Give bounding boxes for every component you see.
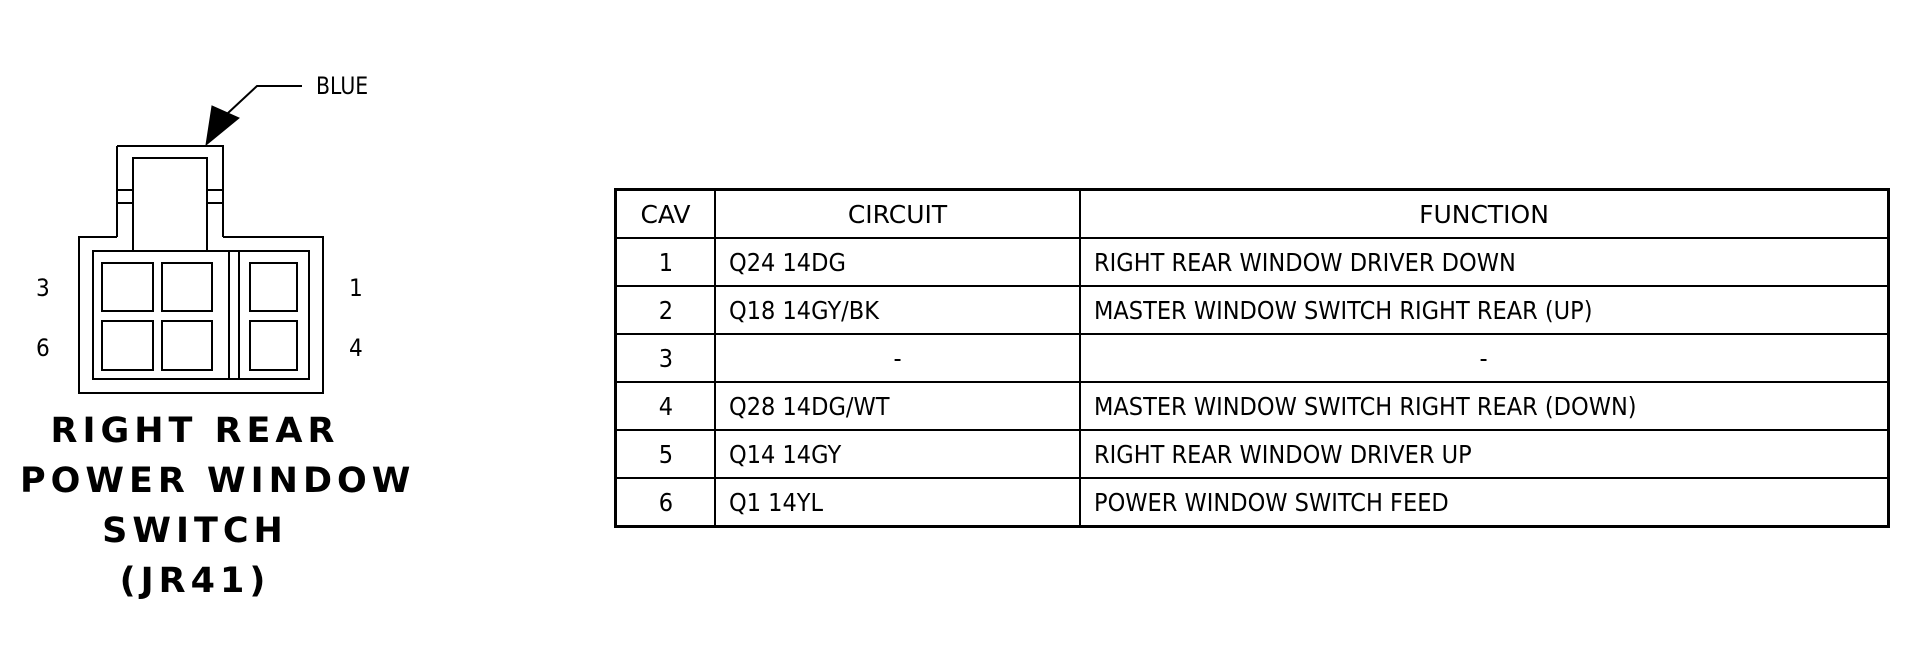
pin-label-3: 3	[36, 274, 50, 302]
cell-function: RIGHT REAR WINDOW DRIVER DOWN	[1079, 237, 1890, 287]
cell-circuit: Q18 14GY/BK	[714, 285, 1081, 335]
pinout-table: CAV CIRCUIT FUNCTION 1 Q24 14DG RIGHT RE…	[614, 188, 1890, 528]
cell-circuit: Q28 14DG/WT	[714, 381, 1081, 431]
cavity-6	[101, 320, 154, 371]
cell-cav: 1	[614, 237, 716, 287]
cell-circuit: Q1 14YL	[714, 477, 1081, 528]
header-cav: CAV	[614, 188, 716, 239]
cavity-1	[249, 262, 298, 312]
connector-body-inner	[92, 250, 310, 380]
header-circuit: CIRCUIT	[714, 188, 1081, 239]
connector-body-outer	[78, 236, 324, 394]
cell-cav: 6	[614, 477, 716, 528]
header-function: FUNCTION	[1079, 188, 1890, 239]
cell-cav: 3	[614, 333, 716, 383]
connector-diagram	[78, 85, 324, 394]
cavity-4	[249, 320, 298, 371]
cell-function: MASTER WINDOW SWITCH RIGHT REAR (DOWN)	[1079, 381, 1890, 431]
pin-label-1: 1	[349, 274, 363, 302]
cell-function: -	[1079, 333, 1890, 383]
cavity-2	[161, 262, 213, 312]
cell-circuit: -	[714, 333, 1081, 383]
color-leader-line	[227, 85, 302, 114]
cell-cav: 5	[614, 429, 716, 479]
cell-circuit: Q14 14GY	[714, 429, 1081, 479]
table-row: 3 - -	[614, 333, 1890, 383]
color-leader-arrow-icon	[205, 105, 240, 147]
table-row: 2 Q18 14GY/BK MASTER WINDOW SWITCH RIGHT…	[614, 285, 1890, 335]
cell-circuit: Q24 14DG	[714, 237, 1081, 287]
pin-label-4: 4	[349, 334, 363, 362]
cavity-3	[101, 262, 154, 312]
pin-label-6: 6	[36, 334, 50, 362]
cell-cav: 4	[614, 381, 716, 431]
connector-title-line: SWITCH	[102, 511, 288, 551]
table-row: 4 Q28 14DG/WT MASTER WINDOW SWITCH RIGHT…	[614, 381, 1890, 431]
connector-title-line: RIGHT REAR	[50, 411, 340, 451]
connector-title-line: (JR41)	[119, 561, 271, 601]
cell-function: RIGHT REAR WINDOW DRIVER UP	[1079, 429, 1890, 479]
table-row: 5 Q14 14GY RIGHT REAR WINDOW DRIVER UP	[614, 429, 1890, 479]
connector-title: RIGHT REAR POWER WINDOW SWITCH (JR41)	[20, 406, 416, 606]
cavity-5	[161, 320, 213, 371]
connector-color-label: BLUE	[316, 72, 369, 100]
cell-function: POWER WINDOW SWITCH FEED	[1079, 477, 1890, 528]
connector-lock-tab-inner	[132, 157, 208, 252]
connector-lock-tab	[116, 145, 224, 237]
cell-function: MASTER WINDOW SWITCH RIGHT REAR (UP)	[1079, 285, 1890, 335]
cell-cav: 2	[614, 285, 716, 335]
table-header-row: CAV CIRCUIT FUNCTION	[614, 188, 1890, 239]
table-row: 6 Q1 14YL POWER WINDOW SWITCH FEED	[614, 477, 1890, 528]
table-row: 1 Q24 14DG RIGHT REAR WINDOW DRIVER DOWN	[614, 237, 1890, 287]
connector-title-line: POWER WINDOW	[20, 461, 416, 501]
